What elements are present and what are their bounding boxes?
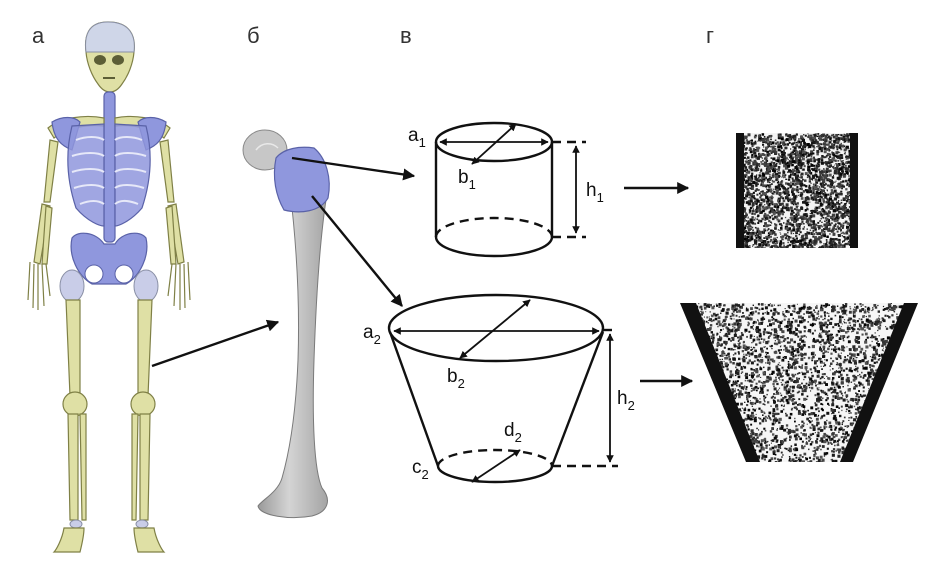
cylinder-cross-section [736, 133, 858, 248]
label-h1: h1 [586, 180, 604, 205]
cone-cross-section [680, 303, 918, 462]
cylinder-diagram [434, 121, 586, 258]
arrow-skeleton-to-femur [151, 319, 280, 368]
panel-label-v: в [400, 23, 412, 48]
arrow-femur-to-cone [311, 195, 403, 307]
panel-label-a: а [32, 23, 45, 48]
arrow-femur-to-cylinder [291, 156, 416, 181]
label-h2: h2 [617, 388, 635, 413]
label-d2: d2 [504, 420, 522, 445]
panel-label-g: г [706, 23, 714, 48]
label-b1: b1 [458, 167, 476, 192]
label-b2: b2 [447, 366, 465, 391]
label-a2: a2 [363, 322, 381, 347]
femur-illustration [242, 129, 330, 519]
truncated-cone-diagram [387, 293, 618, 484]
label-c2: c2 [412, 457, 429, 482]
label-a1: a1 [408, 125, 426, 150]
skeleton-illustration [27, 21, 191, 553]
panel-label-b: б [247, 23, 260, 48]
